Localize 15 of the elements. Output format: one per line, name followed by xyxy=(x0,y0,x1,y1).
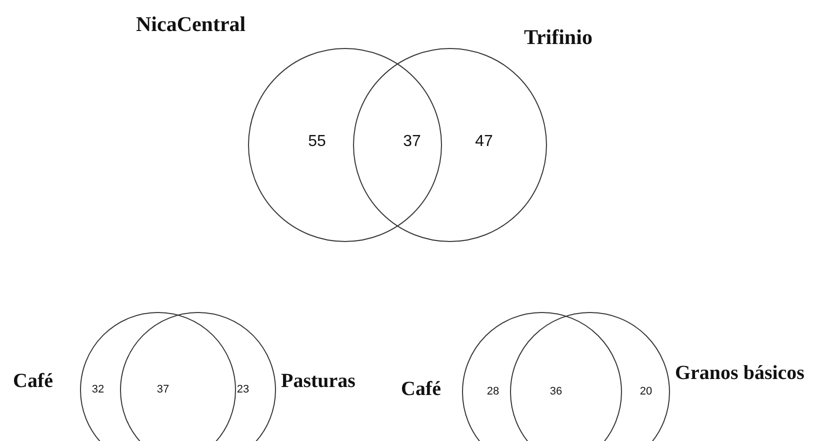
set-heading: Pasturas xyxy=(281,371,356,391)
count-label: 37 xyxy=(403,134,421,150)
count-label: 23 xyxy=(236,384,250,396)
count-label: 47 xyxy=(475,134,493,150)
set-heading: NicaCentral xyxy=(136,14,246,35)
set-heading: Trifinio xyxy=(524,27,592,48)
count-label: 20 xyxy=(640,386,652,398)
set-heading: Granos básicos xyxy=(675,363,804,383)
count-label: 28 xyxy=(486,386,500,398)
count-label: 32 xyxy=(92,384,104,396)
set-heading: Café xyxy=(401,379,441,399)
set-heading: Café xyxy=(13,371,53,391)
count-label: 37 xyxy=(156,384,170,396)
count-label: 55 xyxy=(308,134,326,150)
count-label: 36 xyxy=(550,386,562,398)
